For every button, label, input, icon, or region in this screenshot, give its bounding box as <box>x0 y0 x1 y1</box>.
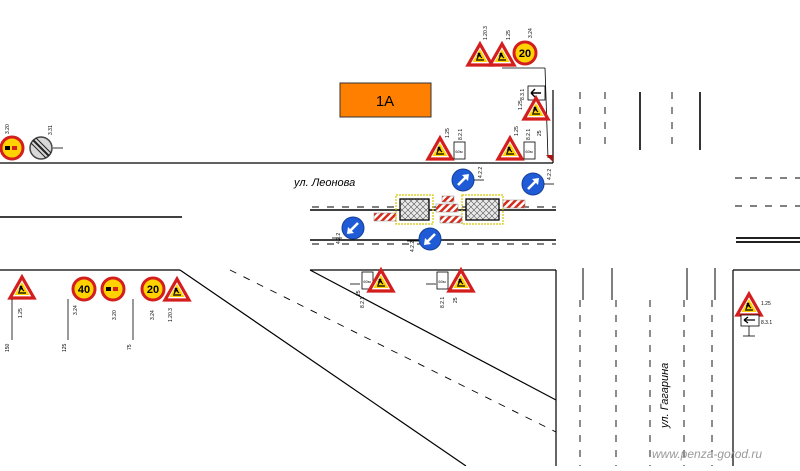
code-label: 1.25 <box>506 30 512 40</box>
sign-4-2-2-lower-center: 4.2.2 <box>407 226 443 252</box>
plate-label: 60м <box>363 279 370 284</box>
code-label: 3.20 <box>5 124 11 134</box>
speed-value: 20 <box>147 284 159 296</box>
sign-4-2-2-upper-center: 4.2.2 <box>450 167 484 193</box>
sign-3-24-20-top: 20 3.24 <box>512 28 538 66</box>
code-label: 4.2.2 <box>410 241 416 252</box>
sign-1-25-corner: 60м 1.25 8.2.1 25 <box>496 126 553 162</box>
code-label: 8.2.1 <box>360 297 366 308</box>
distance-label: 25 <box>356 290 362 296</box>
speed-value: 20 <box>519 48 531 60</box>
code-label: 1.20.3 <box>483 26 489 40</box>
sign-4-2-2-upper-right: 4.2.2 <box>520 169 554 197</box>
code-label: 3.31 <box>48 125 54 135</box>
distance-label-125: 125 <box>62 343 68 352</box>
sign-3-24-20-lower: 20 3.24 <box>140 276 166 320</box>
work-zone <box>373 194 526 225</box>
street-label-leonova: ул. Леонова <box>293 177 355 189</box>
code-label: 4.2.2 <box>478 167 484 178</box>
code-label: 1.25 <box>514 126 520 136</box>
code-label: 8.2.1 <box>526 129 532 140</box>
sign-8-3-1-top-right: 8.3.1 1.25 <box>518 85 550 121</box>
plate-label: 60м <box>525 149 532 154</box>
code-label: 1.25 <box>518 100 524 110</box>
code-label: 1.20.3 <box>168 308 174 322</box>
code-label: 8.2.1 <box>458 129 464 140</box>
sign-1-25-lower-center-left: 60м 8.2.1 25 <box>350 268 395 308</box>
code-label: 1.25 <box>18 308 24 318</box>
code-label: 1.25 <box>761 301 771 307</box>
sign-1-20-3-lower: 1.20.3 <box>163 277 191 322</box>
sign-1-25-near-building: 60м 1.25 8.2.1 <box>426 128 466 161</box>
code-label: 3.20 <box>112 310 118 320</box>
code-label: 4.2.2 <box>547 169 553 180</box>
sign-3-20-top-left: 3.20 <box>0 124 25 161</box>
sign-1-25-lower-center-right: 60м 8.2.1 25 <box>426 268 475 308</box>
plate-label: 60м <box>455 149 462 154</box>
sign-1-25-lower-left: 1.25 150 <box>5 275 36 352</box>
code-label: 8.3.1 <box>761 320 772 326</box>
sign-3-20-lower: 3.20 <box>100 276 126 320</box>
plate-label: 60м <box>438 279 445 284</box>
code-label: 3.24 <box>73 305 79 315</box>
sign-1-25-top: 1.25 <box>488 30 516 67</box>
building-label: 1А <box>376 93 394 110</box>
watermark: www.penza-gorod.ru <box>652 447 762 461</box>
code-label: 8.2.1 <box>440 297 446 308</box>
speed-value: 40 <box>78 284 90 296</box>
distance-label: 25 <box>537 130 543 136</box>
sign-3-24-40: 40 3.24 <box>71 276 97 315</box>
building-1a: 1А <box>339 82 432 118</box>
distance-label: 150 <box>5 343 11 352</box>
code-label: 8.3.1 <box>520 89 526 100</box>
sign-4-2-2-lower-left: 4.2.2 <box>332 215 366 244</box>
sign-1-25-gagarina: 1.25 8.3.1 <box>735 292 772 337</box>
road-edges <box>0 90 800 467</box>
street-label-gagarina: ул. Гагарина <box>659 363 671 429</box>
distance-label-75: 75 <box>127 344 133 350</box>
code-label: 3.24 <box>528 28 534 38</box>
sign-3-31: 3.31 <box>29 125 63 160</box>
code-label: 3.24 <box>150 310 156 320</box>
distance-label: 25 <box>453 297 459 303</box>
sign-1-20-3-top: 1.20.3 <box>466 26 494 67</box>
code-label: 1.25 <box>445 128 451 138</box>
